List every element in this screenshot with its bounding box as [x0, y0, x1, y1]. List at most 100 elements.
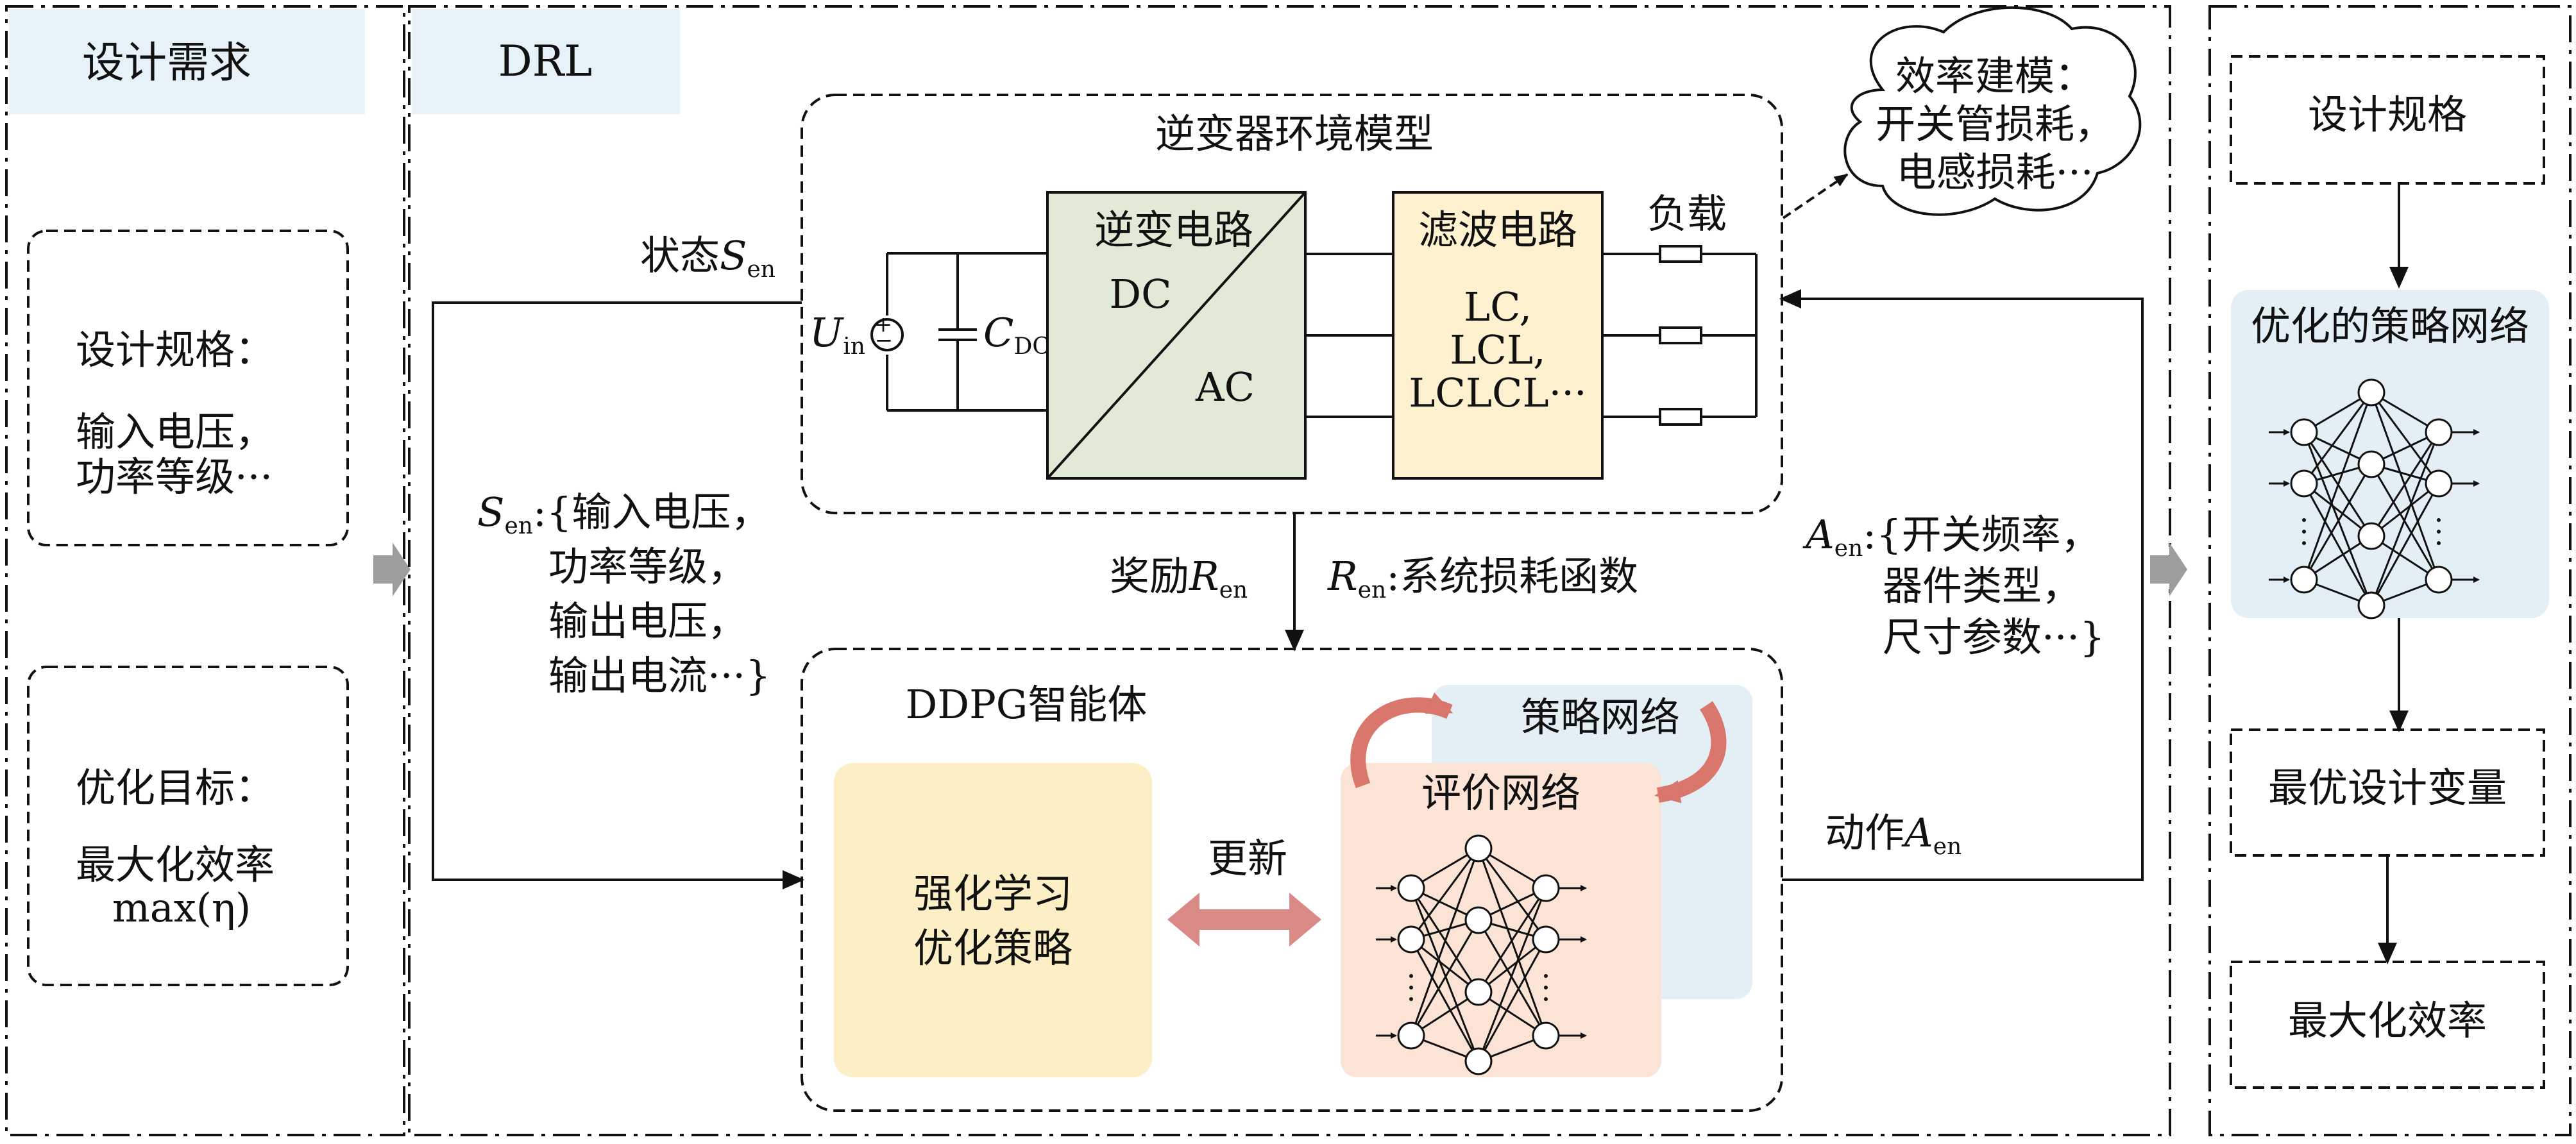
max-eff-box — [2230, 961, 2545, 1089]
state-set-line1: Sen:{输入电压， — [477, 489, 770, 539]
nn-node — [1464, 978, 1493, 1006]
nn-edge — [2370, 483, 2440, 606]
nn-node — [2290, 418, 2318, 446]
nn-ellipsis-dot — [2302, 518, 2306, 522]
nn-edge — [2370, 392, 2440, 484]
nn-node — [1532, 925, 1560, 954]
critic-network-label: 评价网络 — [1421, 770, 1580, 816]
nn-node — [2425, 566, 2453, 594]
state-set-line4: 输出电流···} — [548, 652, 771, 699]
nn-node — [1464, 1047, 1493, 1075]
nn-node — [1464, 834, 1493, 862]
max-eff-label: 最大化效率 — [2288, 997, 2487, 1044]
state-set-line2: 功率等级， — [548, 543, 747, 590]
nn-ellipsis-dot — [2437, 518, 2441, 522]
filter-box — [1392, 191, 1604, 480]
spec-box-title: 设计规格： — [76, 326, 275, 373]
nn-node — [1397, 874, 1425, 902]
reward-def: Ren:系统损耗函数 — [1327, 553, 1638, 603]
nn-edge — [2303, 483, 2373, 606]
flow-arrow-right — [2150, 543, 2187, 596]
spec-box-line1: 输入电压， — [76, 408, 275, 455]
nn-edge — [1478, 938, 1546, 993]
nn-edge — [2370, 432, 2440, 537]
nn-ellipsis-dot — [1409, 997, 1413, 1001]
nn-node — [2290, 469, 2318, 498]
state-arrow — [432, 301, 804, 889]
nn-edge — [2371, 482, 2439, 537]
nn-node — [1532, 1022, 1560, 1050]
nn-edge — [1410, 939, 1480, 1062]
nn-node — [2357, 378, 2385, 407]
nn-edge — [1410, 848, 1480, 940]
nn-edge — [1477, 920, 1547, 1036]
action-set-line1: Aen:{开关频率， — [1802, 511, 2101, 562]
load-resistor-3 — [1659, 408, 1702, 426]
left-panel: 设计需求 设计规格： 输入电压， 功率等级··· 优化目标： 最大化效率 max… — [5, 5, 405, 1136]
nn-ellipsis-dot — [1409, 986, 1413, 989]
policy-neural-net-icon — [2269, 378, 2480, 619]
left-header: 设计需求 — [82, 38, 251, 87]
nn-edge — [2303, 432, 2373, 606]
action-arrow — [1779, 289, 2144, 881]
cloud-line3: 电感损耗··· — [1896, 149, 2093, 196]
nn-edge — [1477, 848, 1547, 1036]
middle-header-bg — [412, 9, 680, 114]
nn-ellipsis-dot — [2437, 530, 2441, 534]
inverter-diagonal — [1046, 191, 1307, 480]
right-panel: 设计规格 优化的策略网络 最优设计变量 最大化效率 — [2208, 5, 2572, 1136]
nn-node — [1532, 874, 1560, 902]
nn-edge — [2370, 464, 2440, 580]
load-label: 负载 — [1647, 190, 1727, 237]
cloud-line2: 开关管损耗， — [1876, 101, 2114, 147]
filter-line3: LCLCL··· — [1409, 369, 1587, 416]
nn-node — [1464, 906, 1493, 934]
right-panel-frame — [2208, 5, 2572, 1136]
nn-edge — [2370, 432, 2440, 606]
optimized-policy-box — [2231, 290, 2549, 618]
update-label: 更新 — [1208, 835, 1287, 882]
reward-label: 奖励Ren — [1110, 553, 1248, 603]
uin-label: Uin — [809, 309, 865, 360]
nn-node — [2290, 566, 2318, 594]
nn-edge — [1477, 887, 1547, 993]
inverter-dc: DC — [1109, 271, 1171, 317]
nn-node — [2357, 522, 2385, 550]
nn-ellipsis-dot — [2437, 541, 2441, 545]
state-set-line3: 输出电压， — [548, 598, 747, 644]
nn-node — [1397, 925, 1425, 954]
agent-box — [801, 648, 1783, 1112]
rl-box — [834, 763, 1152, 1077]
rl-line1: 强化学习 — [913, 870, 1072, 917]
inverter-filter-wires — [1305, 253, 1393, 418]
agent-title: DDPG智能体 — [906, 681, 1148, 728]
state-label: 状态Sen — [640, 232, 775, 283]
nn-ellipsis-dot — [2302, 530, 2306, 534]
nn-ellipsis-dot — [1409, 974, 1413, 978]
load-resistor-1 — [1659, 245, 1702, 263]
action-set-line3: 尺寸参数···} — [1883, 614, 2105, 660]
curved-arrow-left — [1350, 692, 1453, 789]
goal-box-title: 优化目标： — [76, 764, 275, 811]
nn-ellipsis-dot — [2302, 541, 2306, 545]
action-label: 动作Aen — [1825, 809, 1962, 860]
filter-title: 滤波电路 — [1418, 206, 1577, 253]
spec-box-line2: 功率等级··· — [76, 453, 273, 500]
right-spec-box — [2230, 55, 2545, 185]
nn-ellipsis-dot — [1544, 986, 1548, 989]
nn-node — [2357, 591, 2385, 619]
cloud-line1: 效率建模： — [1895, 53, 2094, 99]
nn-edge — [2303, 392, 2373, 580]
optimized-policy-label: 优化的策略网络 — [2251, 303, 2529, 349]
load-resistor-2 — [1659, 326, 1702, 344]
goal-box-line2: max(η) — [112, 884, 251, 931]
inverter-title: 逆变电路 — [1094, 206, 1253, 253]
efficiency-cloud: 效率建模： 开关管损耗， 电感损耗··· — [1843, 6, 2142, 216]
critic-network-box — [1341, 763, 1661, 1077]
nn-edge — [2303, 392, 2373, 484]
nn-edge — [1410, 887, 1480, 1062]
dc-source-circuit — [870, 252, 1047, 412]
nn-edge — [1477, 939, 1547, 1062]
nn-edge — [2370, 392, 2440, 580]
